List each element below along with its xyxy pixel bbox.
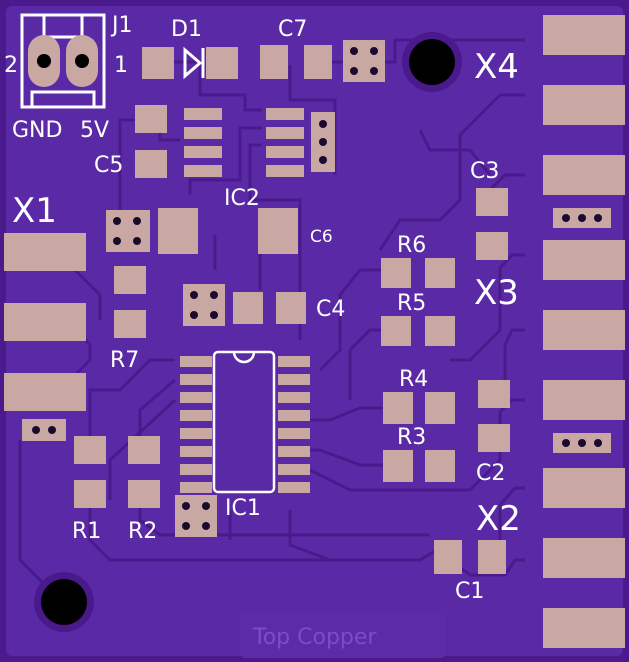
connector-x1-pads bbox=[4, 233, 86, 411]
via-row-x2 bbox=[553, 433, 611, 453]
label-c7: C7 bbox=[278, 17, 307, 42]
pad-c6 bbox=[258, 208, 298, 254]
label-c6: C6 bbox=[310, 227, 333, 247]
label-x4: X4 bbox=[474, 47, 519, 87]
resistor-r5 bbox=[381, 316, 455, 346]
resistor-r3 bbox=[383, 450, 455, 482]
label-j1-pin1: 1 bbox=[114, 53, 128, 78]
board-title: Top Copper bbox=[252, 625, 377, 650]
resistor-r7 bbox=[114, 266, 146, 338]
capacitor-c4 bbox=[233, 292, 306, 324]
capacitor-c5 bbox=[135, 105, 167, 178]
connector-x2-pads bbox=[543, 468, 625, 648]
label-j1-pin2: 2 bbox=[4, 53, 18, 78]
via-cluster-bottom bbox=[175, 495, 217, 537]
label-c1: C1 bbox=[455, 579, 484, 604]
mounting-hole-bottom bbox=[34, 572, 94, 632]
via-cluster-c4 bbox=[183, 284, 225, 326]
connector-x4-pads bbox=[543, 15, 625, 125]
label-r3: R3 bbox=[397, 425, 426, 450]
resistor-r6 bbox=[381, 258, 455, 288]
capacitor-c3 bbox=[476, 188, 508, 260]
pad-large-left bbox=[158, 208, 198, 254]
via-cluster-top bbox=[343, 40, 385, 82]
label-c4: C4 bbox=[316, 297, 345, 322]
resistor-r1 bbox=[74, 436, 106, 508]
label-r1: R1 bbox=[72, 519, 101, 544]
capacitor-c7 bbox=[260, 45, 332, 79]
label-x3: X3 bbox=[474, 273, 519, 313]
copper-traces bbox=[18, 38, 525, 602]
connector-x3-pads bbox=[543, 155, 625, 420]
label-5v: 5V bbox=[80, 118, 109, 143]
label-x1: X1 bbox=[12, 191, 57, 231]
silkscreen-labels: J1 2 1 GND 5V D1 C7 X4 C5 IC2 X1 C6 C3 R… bbox=[4, 13, 521, 650]
label-c3: C3 bbox=[470, 159, 499, 184]
resistor-r4 bbox=[383, 392, 455, 424]
label-r2: R2 bbox=[128, 519, 157, 544]
ic1-footprint bbox=[180, 350, 310, 494]
connector-j1 bbox=[20, 13, 106, 109]
via-cluster-left bbox=[106, 210, 150, 252]
capacitor-c1 bbox=[434, 540, 506, 574]
label-ic1: IC1 bbox=[225, 496, 261, 521]
label-c2: C2 bbox=[476, 461, 505, 486]
title-area bbox=[240, 612, 446, 658]
via-pair-left bbox=[22, 419, 66, 441]
mounting-hole-top bbox=[402, 32, 462, 92]
label-gnd: GND bbox=[12, 118, 62, 143]
diode-d1 bbox=[142, 46, 238, 80]
label-r4: R4 bbox=[399, 367, 428, 392]
via-row-x3 bbox=[553, 208, 611, 228]
label-x2: X2 bbox=[476, 499, 521, 539]
label-r7: R7 bbox=[110, 348, 139, 373]
label-r6: R6 bbox=[397, 233, 426, 258]
label-c5: C5 bbox=[94, 153, 123, 178]
resistor-r2 bbox=[128, 436, 160, 508]
label-d1: D1 bbox=[171, 17, 202, 42]
label-r5: R5 bbox=[397, 291, 426, 316]
label-ic2: IC2 bbox=[224, 186, 260, 211]
header-ic2 bbox=[311, 112, 335, 172]
capacitor-c2 bbox=[478, 380, 510, 452]
ic2-footprint bbox=[184, 108, 304, 177]
label-j1: J1 bbox=[110, 13, 133, 38]
